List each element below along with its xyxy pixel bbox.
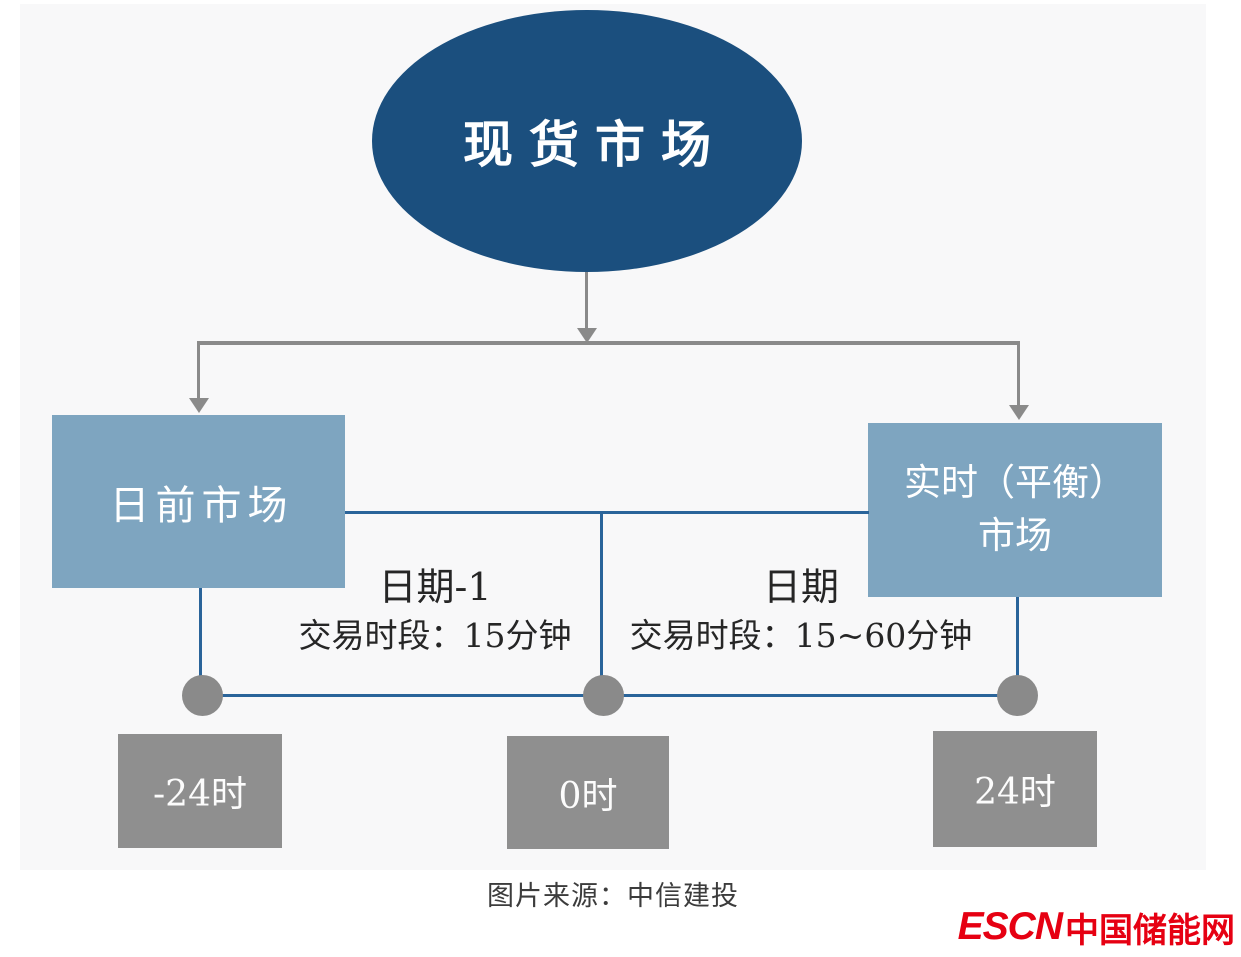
source-caption: 图片来源：中信建投 xyxy=(487,881,739,911)
time-box-label: -24时 xyxy=(153,774,247,815)
time-box-label: 24时 xyxy=(974,772,1056,813)
left-branch-line xyxy=(197,341,200,400)
time-box-24h: 24时 xyxy=(933,731,1097,847)
arrow-down-icon xyxy=(577,328,597,343)
segment-label-day: 日期 交易时段：15~60分钟 xyxy=(608,561,994,659)
segment-label-day-minus-1: 日期-1 交易时段：15分钟 xyxy=(270,561,600,659)
time-box-minus-24h: -24时 xyxy=(118,734,282,848)
realtime-market-label: 实时（平衡） 市场 xyxy=(904,461,1126,557)
realtime-market-node: 实时（平衡） 市场 xyxy=(868,423,1162,597)
segment-title: 日期-1 xyxy=(378,565,492,609)
timeline-dot xyxy=(583,675,624,716)
arrow-down-icon xyxy=(189,398,209,413)
segment-title: 日期 xyxy=(762,565,839,609)
segment-subtitle: 交易时段：15~60分钟 xyxy=(629,616,973,655)
left-drop-line xyxy=(199,588,202,697)
spot-market-node: 现货市场 xyxy=(372,10,802,272)
center-drop-line xyxy=(600,511,603,697)
right-branch-line xyxy=(1017,341,1020,407)
escn-logo: ESCN 中国储能网 xyxy=(958,904,1235,950)
time-box-0h: 0时 xyxy=(507,736,669,849)
right-drop-line xyxy=(1016,597,1019,697)
logo-latin-text: ESCN xyxy=(957,905,1063,948)
branch-line xyxy=(197,341,1020,345)
timeline-dot xyxy=(997,675,1038,716)
market-link-line xyxy=(345,511,869,514)
day-ahead-market-node: 日前市场 xyxy=(52,415,345,588)
segment-subtitle: 交易时段：15分钟 xyxy=(298,616,572,655)
arrow-down-icon xyxy=(1009,405,1029,420)
spot-market-label: 现货市场 xyxy=(463,115,727,174)
logo-cjk-text: 中国储能网 xyxy=(1065,911,1235,950)
timeline-dot xyxy=(182,675,223,716)
root-connector-line xyxy=(585,272,588,330)
time-box-label: 0时 xyxy=(558,775,618,817)
day-ahead-market-label: 日前市场 xyxy=(109,482,294,529)
